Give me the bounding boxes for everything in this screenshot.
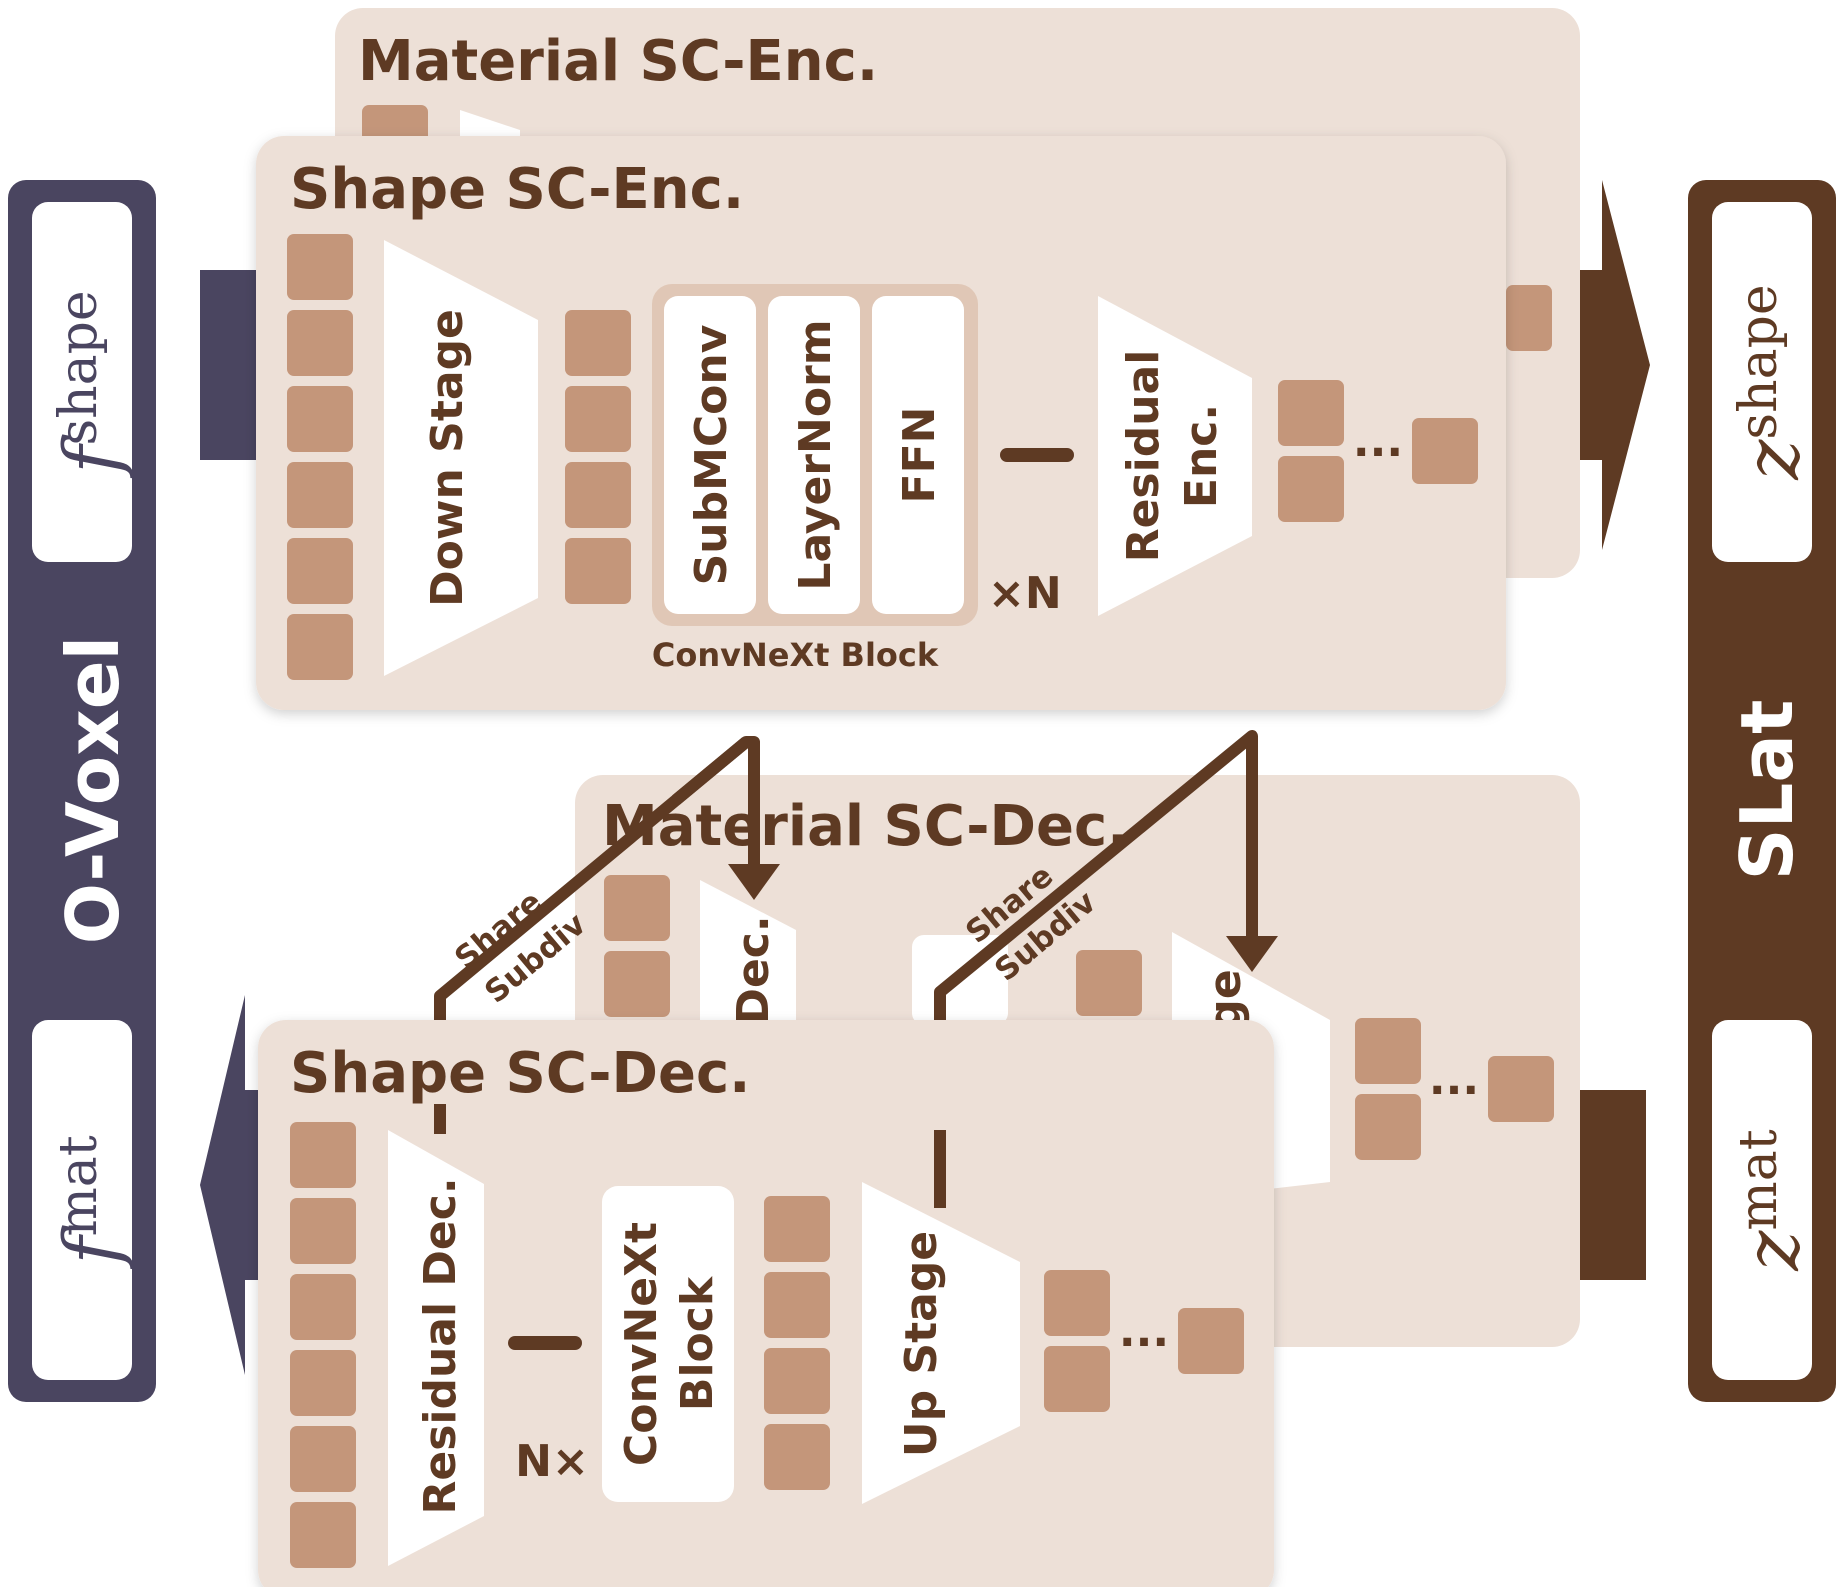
voxel-cube — [290, 1350, 356, 1416]
voxel-cube — [290, 1502, 356, 1568]
voxel-cube — [604, 951, 670, 1017]
down-stage-block — [384, 240, 538, 676]
slat-panel: SLat zshape zmat — [1688, 180, 1836, 1402]
encoder-input-bar — [200, 270, 260, 460]
z-shape-box — [1712, 202, 1812, 562]
encoder-output-arrow — [1580, 180, 1650, 550]
voxel-cube — [290, 1198, 356, 1264]
slat-label: SLat — [1725, 700, 1809, 881]
residual-enc-label-1: Residual — [1118, 350, 1169, 563]
voxel-cube — [290, 1122, 356, 1188]
voxel-cube — [565, 386, 631, 452]
f-shape-box — [32, 202, 132, 562]
repeat-n-label: ×N — [988, 568, 1062, 619]
submconv-label: SubMConv — [686, 324, 737, 585]
voxel-cube — [290, 1426, 356, 1492]
voxel-cube — [287, 462, 353, 528]
connector-line — [508, 1336, 582, 1350]
convnext-caption: ConvNeXt Block — [652, 636, 939, 674]
voxel-cube — [565, 538, 631, 604]
convnext-label-2: Block — [672, 1275, 723, 1411]
decoder-input-bar — [1580, 1090, 1646, 1280]
shape-decoder: Shape SC-Dec. Residual Dec. N× ConvNeXt … — [258, 1020, 1274, 1587]
shape-decoder-title: Shape SC-Dec. — [290, 1041, 750, 1106]
f-shape-label: fshape — [47, 290, 136, 478]
layernorm-label: LayerNorm — [790, 319, 841, 590]
voxel-cube — [1506, 285, 1552, 351]
shape-encoder-title: Shape SC-Enc. — [290, 157, 744, 222]
voxel-cube — [1278, 380, 1344, 446]
voxel-cube — [565, 462, 631, 528]
voxel-cube — [287, 386, 353, 452]
o-voxel-label: O-Voxel — [51, 636, 135, 944]
flow-arrows — [200, 180, 1650, 1375]
repeat-n-label: N× — [515, 1436, 589, 1487]
o-voxel-panel: O-Voxel fshape fmat — [8, 180, 156, 1402]
voxel-cube — [1278, 456, 1344, 522]
voxel-cube — [290, 1274, 356, 1340]
voxel-cube — [1044, 1346, 1110, 1412]
voxel-cube — [565, 310, 631, 376]
voxel-cube — [287, 538, 353, 604]
residual-decoder-block — [388, 1130, 484, 1566]
ellipsis: ... — [1119, 1306, 1169, 1357]
partial-residual-dec — [700, 880, 796, 1020]
arrowhead — [728, 864, 780, 900]
voxel-cube — [764, 1424, 830, 1490]
voxel-cube — [604, 875, 670, 941]
ffn-layer — [872, 296, 964, 614]
connector-line — [1000, 448, 1074, 462]
f-mat-box — [32, 1020, 132, 1380]
link-stub — [434, 1104, 446, 1134]
down-stage-label: Down Stage — [422, 309, 473, 607]
z-shape-label: zshape — [1727, 284, 1816, 480]
submconv-layer — [664, 296, 756, 614]
residual-dec-label: Residual Dec. — [415, 1177, 466, 1514]
convnext-label-1: ConvNeXt — [616, 1222, 667, 1466]
z-mat-box — [1712, 1020, 1812, 1380]
ellipsis: ... — [1429, 1054, 1479, 1105]
shape-encoder: Shape SC-Enc. Down Stage SubMConv LayerN… — [256, 136, 1506, 710]
voxel-cube — [764, 1196, 830, 1262]
voxel-cube — [764, 1272, 830, 1338]
voxel-cube — [1412, 418, 1478, 484]
ellipsis: ... — [1353, 416, 1403, 467]
partial-dec-label: Dec. — [728, 915, 779, 1024]
z-mat-label: zmat — [1727, 1129, 1816, 1271]
material-decoder-title: Material SC-Dec. — [602, 794, 1128, 859]
ffn-label: FFN — [894, 407, 945, 504]
residual-enc-label-2: Enc. — [1176, 404, 1227, 508]
layernorm-layer — [768, 296, 860, 614]
voxel-cube — [1076, 950, 1142, 1016]
voxel-cube — [287, 310, 353, 376]
convnext-block — [602, 1186, 734, 1502]
up-stage-label: Up Stage — [896, 1231, 947, 1457]
up-stage-block — [862, 1182, 1020, 1504]
share-subdiv-link-left-short — [672, 737, 750, 805]
voxel-cube — [287, 234, 353, 300]
decoder-output-arrow — [200, 995, 265, 1375]
voxel-cube — [764, 1348, 830, 1414]
link-stub — [934, 1130, 946, 1208]
arrowhead — [1226, 936, 1278, 972]
voxel-cube — [1178, 1308, 1244, 1374]
voxel-cube — [1044, 1270, 1110, 1336]
voxel-cube — [1488, 1056, 1554, 1122]
residual-encoder-block — [1098, 296, 1252, 616]
voxel-cube — [1355, 1018, 1421, 1084]
material-encoder-title: Material SC-Enc. — [358, 29, 878, 94]
voxel-cube — [287, 614, 353, 680]
voxel-cube — [1355, 1094, 1421, 1160]
